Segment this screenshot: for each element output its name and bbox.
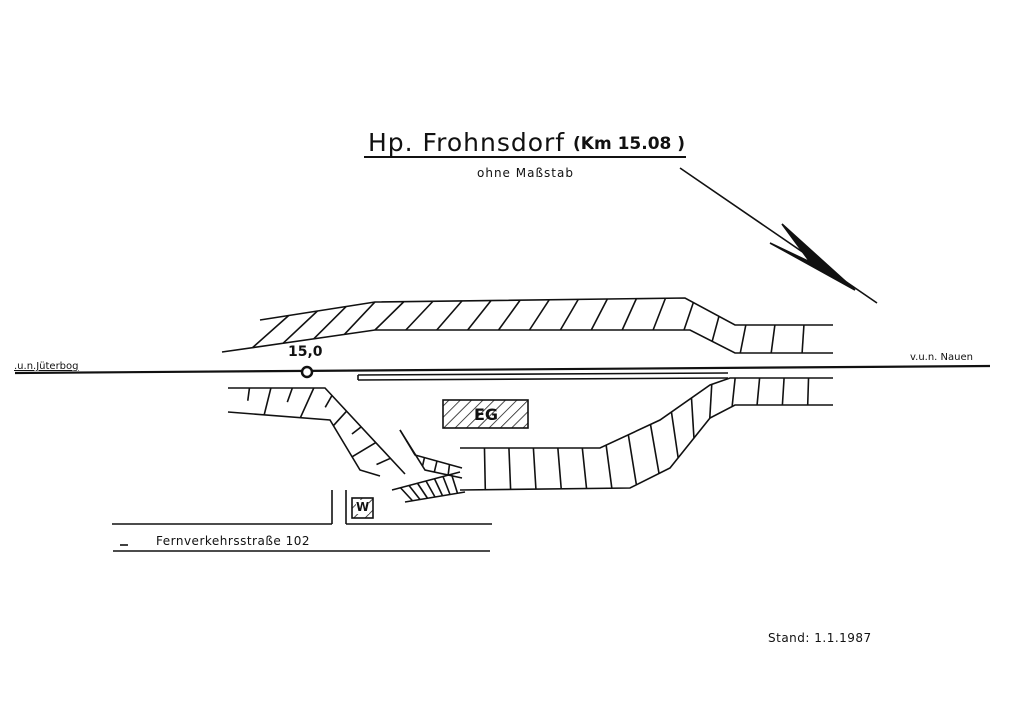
station-building-label: EG [474,405,499,424]
embankment-tick [332,410,348,427]
embankment-tick [433,460,438,473]
embankment-tick [806,377,810,406]
embankment-tick [508,447,512,490]
road-lines [112,490,492,552]
embankment-tick [739,324,747,354]
embankment-tick [652,297,667,331]
embankment-tick [442,476,451,495]
embankment-tick [425,480,436,498]
embankment-tick [532,447,537,490]
embankment-tick [559,298,579,331]
embankment-tick [351,441,377,458]
embankment-tick [621,298,638,331]
embankment-tick [670,411,679,458]
embankment-tick [286,387,294,403]
embankment-tick [557,447,563,489]
station-building-eg [442,399,529,429]
km-marker-icon [300,365,314,379]
embankment-tick [412,451,416,455]
platform-edge [357,372,729,381]
embankment-tick [447,464,451,476]
embankment-tick [399,487,414,502]
embankment-tick [416,482,429,499]
embankment-tick [376,457,391,466]
right-direction-label: v.u.n. Nauen [910,352,973,363]
embankment-tick [590,298,609,331]
embankment-tick [801,324,805,354]
left-direction-label: .u.n.Jüterbog [14,361,79,372]
embankment-tick [324,395,333,408]
embankment-tick [436,300,463,331]
embankment-tick [467,300,492,331]
embankment-tick [405,300,434,331]
embankment-tick [756,377,761,406]
embankment-tick [252,314,290,349]
north-arrow-icon [679,167,878,304]
subtitle: ohne Maßstab [477,166,574,180]
embankment-tick [605,445,613,489]
upper-embankment-top [259,297,833,326]
station-title: Hp. Frohnsdorf [368,128,566,157]
embankment-tick [408,485,421,500]
embankment-tick [781,377,785,406]
embankment-tick [711,316,720,342]
lower-right-embankment-bottom [459,404,833,491]
embankment-tick [450,474,459,494]
embankment-tick [497,299,521,331]
lower-left-embankment-top [228,387,406,475]
embankment-tick [690,397,695,439]
embankment-tick [343,301,376,335]
embankment-tick [421,457,426,467]
embankment-tick [351,426,362,435]
ramp-embankment-top [399,429,463,469]
stand-date: Stand: 1.1.1987 [768,631,872,645]
main-track [14,364,991,375]
embankment-tick [374,301,405,331]
embankment-tick [263,387,272,416]
embankment-tick [581,447,588,489]
embankment-tick [313,305,347,340]
embankment-tick [649,424,660,474]
embankment-tick [528,299,550,331]
lower-right-embankment-top [460,377,833,449]
embankment-tick [483,447,487,490]
embankment-tick [246,387,251,401]
embankment-tick [299,387,315,419]
upper-embankment-bottom [221,329,833,354]
embankment-tick [627,434,638,485]
embankment-tick [683,302,695,331]
km-title: (Km 15.08 ) [573,134,686,154]
lower-left-embankment-bottom [227,411,381,477]
embankment-tick [406,440,409,443]
embankment-tick [282,310,318,344]
ramp-embankment-bottom [399,429,463,479]
km-marker-label: 15,0 [288,344,323,360]
embankment-tick [433,478,444,497]
embankment-tick [770,324,776,354]
embankment-tick [708,384,713,419]
embankment-tick [731,377,736,407]
embankments [221,297,833,503]
w-building-label: W [356,500,370,514]
road-label: Fernverkehrsstraße 102 [156,534,310,548]
